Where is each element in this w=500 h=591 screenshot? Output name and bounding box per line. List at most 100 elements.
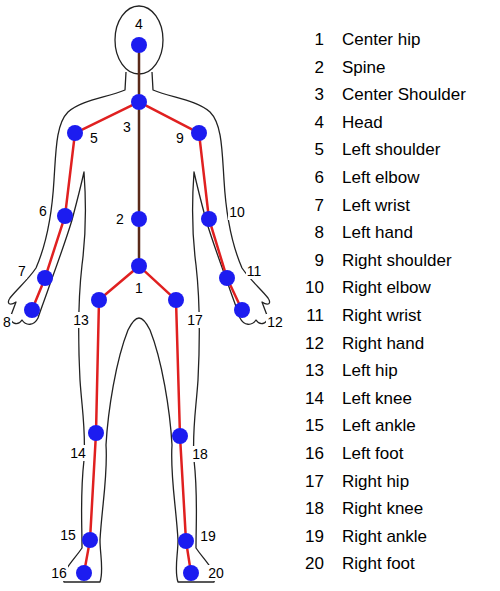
- joint-dot: 1: [131, 258, 147, 274]
- list-number: 16: [305, 444, 324, 464]
- joint-dot: 10: [201, 211, 217, 227]
- joint-name: Head: [342, 113, 383, 133]
- list-number: 6: [315, 168, 324, 188]
- joint-name: Right wrist: [342, 306, 421, 326]
- joint-name: Left ankle: [342, 416, 416, 436]
- joint-dot: 14: [88, 425, 104, 441]
- joint-name: Left hand: [342, 223, 413, 243]
- callout-number: 13: [72, 312, 90, 328]
- bone-line: [35, 285, 42, 302]
- joint-dot: 18: [172, 428, 188, 444]
- joint-name: Right shoulder: [342, 251, 452, 271]
- joint-name: Right ankle: [342, 527, 427, 547]
- list-number: 17: [305, 472, 324, 492]
- joint-dot: 12: [234, 302, 250, 318]
- callout-number: 8: [2, 314, 12, 330]
- bone-line: [105, 271, 133, 295]
- joint-name: Right foot: [342, 554, 415, 574]
- bone-line: [176, 308, 180, 428]
- joint-name: Left wrist: [342, 196, 410, 216]
- joint-name: Right elbow: [342, 278, 431, 298]
- bone-line: [66, 141, 74, 208]
- callout-number: 20: [207, 565, 225, 581]
- bone-line: [230, 285, 238, 303]
- callout-number: 5: [89, 130, 99, 146]
- bone-line: [138, 53, 141, 94]
- list-number: 19: [305, 527, 324, 547]
- joint-dot: 20: [183, 565, 199, 581]
- callout-number: 6: [38, 203, 48, 219]
- bone-line: [200, 141, 208, 211]
- list-number: 2: [315, 58, 324, 78]
- joint-dot: 8: [24, 302, 40, 318]
- bone-line: [146, 106, 192, 130]
- bone-line: [211, 227, 224, 271]
- list-number: 13: [305, 361, 324, 381]
- joint-name: Right hand: [342, 334, 424, 354]
- list-number: 10: [305, 278, 324, 298]
- bone-line: [138, 227, 141, 258]
- list-number: 20: [305, 554, 324, 574]
- callout-number: 12: [266, 314, 284, 330]
- joint-name: Right knee: [342, 499, 423, 519]
- callout-number: 11: [246, 263, 263, 279]
- joint-dot: 19: [178, 533, 194, 549]
- list-number: 3: [315, 85, 324, 105]
- list-number: 7: [315, 196, 324, 216]
- bone-line: [138, 110, 141, 211]
- callout-number: 10: [228, 204, 246, 220]
- bone-line: [47, 224, 62, 271]
- joint-name: Left hip: [342, 361, 398, 381]
- bone-line: [85, 548, 88, 565]
- callout-number: 7: [17, 263, 27, 279]
- joint-dot: 7: [37, 270, 53, 286]
- joint-dot: 9: [191, 125, 207, 141]
- joint-dot: 6: [57, 208, 73, 224]
- bone-line: [96, 308, 99, 425]
- joint-dot: 16: [76, 565, 92, 581]
- joint-name: Left knee: [342, 389, 412, 409]
- list-number: 11: [306, 306, 324, 326]
- callout-number: 4: [134, 16, 144, 32]
- list-number: 4: [315, 113, 324, 133]
- joint-dot: 2: [131, 211, 147, 227]
- list-number: 5: [315, 140, 324, 160]
- joint-name: Center Shoulder: [342, 85, 466, 105]
- joint-name: Spine: [342, 58, 385, 78]
- joint-dot: 11: [219, 270, 235, 286]
- body-outline: [8, 72, 139, 582]
- joint-dot: 17: [168, 292, 184, 308]
- callout-number: 14: [69, 445, 87, 461]
- body-outline: [8, 6, 269, 582]
- callout-number: 2: [115, 211, 125, 227]
- joint-name: Center hip: [342, 30, 420, 50]
- bone-line: [90, 441, 95, 532]
- bone-line: [187, 549, 190, 565]
- list-number: 1: [315, 30, 324, 50]
- joint-dot: 5: [67, 125, 83, 141]
- callout-number: 3: [122, 119, 132, 135]
- callout-number: 9: [175, 130, 185, 146]
- callout-number: 18: [191, 446, 209, 462]
- list-number: 8: [315, 223, 324, 243]
- callout-number: 16: [50, 565, 68, 581]
- callout-number: 15: [59, 527, 77, 543]
- joint-dot: 13: [91, 292, 107, 308]
- joint-dot: 4: [131, 37, 147, 53]
- joint-name: Left elbow: [342, 168, 420, 188]
- callout-number: 19: [199, 528, 217, 544]
- list-number: 14: [305, 389, 324, 409]
- joint-name: Right hip: [342, 472, 409, 492]
- callout-number: 1: [134, 280, 144, 296]
- joint-name: Left shoulder: [342, 140, 440, 160]
- joint-dot: 15: [82, 532, 98, 548]
- joint-dot: 3: [131, 94, 147, 110]
- bone-line: [180, 444, 185, 533]
- bone-line: [145, 271, 170, 294]
- list-number: 9: [315, 251, 324, 271]
- list-number: 18: [305, 499, 324, 519]
- list-number: 15: [305, 416, 324, 436]
- list-number: 12: [305, 334, 324, 354]
- joint-name: Left foot: [342, 444, 403, 464]
